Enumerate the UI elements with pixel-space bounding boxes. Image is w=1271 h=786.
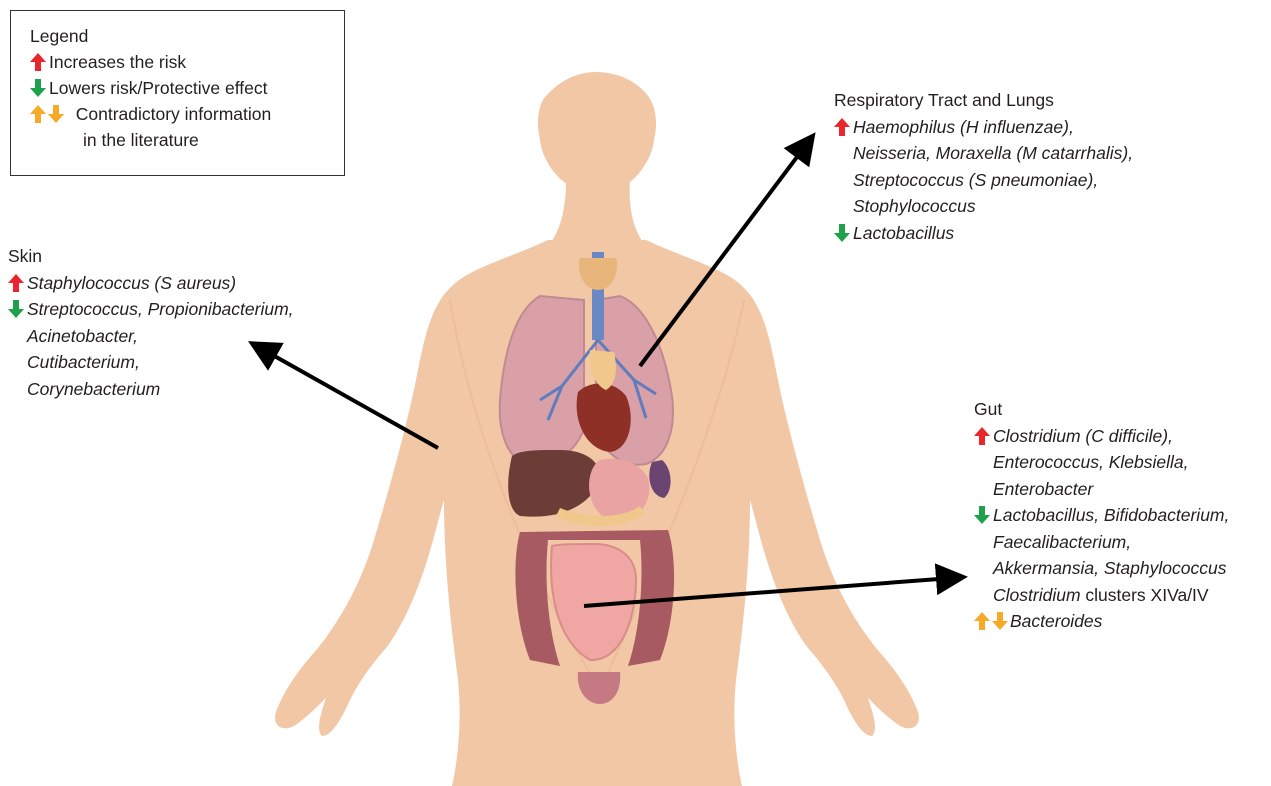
head [538, 72, 656, 190]
respiratory-down-row: Lactobacillus [834, 220, 1133, 247]
skin-up-row: Staphylococcus (S aureus) [8, 270, 294, 297]
gut-down-line-3: Akkermansia, Staphylococcus [993, 558, 1226, 578]
respiratory-heading: Respiratory Tract and Lungs [834, 87, 1133, 114]
orange-up-arrow-icon [974, 612, 990, 630]
gut-mixed-line-1: Bacteroides [1010, 611, 1102, 631]
gut-up-line-2: Enterococcus, Klebsiella, [993, 452, 1189, 472]
gut-clusters-row: Clostridium clusters XIVa/IV [974, 582, 1229, 609]
gut-clusters-genus: Clostridium [993, 585, 1081, 605]
green-down-arrow-icon [834, 224, 850, 242]
skin-down-line-1: Streptococcus, Propionibacterium, [27, 299, 294, 319]
gut-down-line-2: Faecalibacterium, [993, 532, 1131, 552]
respiratory-down-line-1: Lactobacillus [853, 223, 954, 243]
gut-up-line-3-row: Enterobacter [974, 476, 1229, 503]
gut-down-line-3-row: Akkermansia, Staphylococcus [974, 555, 1229, 582]
skin-heading: Skin [8, 243, 294, 270]
skin-section: Skin Staphylococcus (S aureus) Streptoco… [8, 243, 294, 402]
orange-down-arrow-icon [48, 105, 64, 123]
respiratory-up-line-3-row: Streptococcus (S pneumoniae), [834, 167, 1133, 194]
respiratory-up-line-2: Neisseria, Moraxella (M catarrhalis), [853, 143, 1133, 163]
respiratory-up-line-4: Stophylococcus [853, 196, 976, 216]
skin-up-line-1: Staphylococcus (S aureus) [27, 273, 236, 293]
legend-title: Legend [30, 23, 271, 49]
respiratory-up-line-1: Haemophilus (H influenzae), [853, 117, 1074, 137]
gut-mixed-row: Bacteroides [974, 608, 1229, 635]
legend-content: Legend Increases the risk Lowers risk/Pr… [30, 23, 271, 153]
gut-up-line-2-row: Enterococcus, Klebsiella, [974, 449, 1229, 476]
neck [548, 180, 646, 246]
gut-section: Gut Clostridium (C difficile), Enterococ… [974, 396, 1229, 635]
legend-contradictory-row-2: in the literature [30, 127, 271, 153]
legend-contradictory-label-2: in the literature [83, 130, 199, 150]
legend-lowers-row: Lowers risk/Protective effect [30, 75, 271, 101]
green-down-arrow-icon [30, 79, 46, 97]
legend-contradictory-row: Contradictory information [30, 101, 271, 127]
orange-down-arrow-icon [992, 612, 1008, 630]
orange-up-arrow-icon [30, 105, 46, 123]
skin-down-line-4: Corynebacterium [27, 379, 160, 399]
legend-increases-row: Increases the risk [30, 49, 271, 75]
gut-up-row: Clostridium (C difficile), [974, 423, 1229, 450]
red-up-arrow-icon [30, 53, 46, 71]
respiratory-up-row: Haemophilus (H influenzae), [834, 114, 1133, 141]
red-up-arrow-icon [834, 118, 850, 136]
gut-heading: Gut [974, 396, 1229, 423]
skin-down-line-2-row: Acinetobacter, [8, 323, 294, 350]
respiratory-section: Respiratory Tract and Lungs Haemophilus … [834, 87, 1133, 246]
respiratory-up-line-2-row: Neisseria, Moraxella (M catarrhalis), [834, 140, 1133, 167]
respiratory-up-line-3: Streptococcus (S pneumoniae), [853, 170, 1098, 190]
skin-down-line-2: Acinetobacter, [27, 326, 138, 346]
red-up-arrow-icon [8, 274, 24, 292]
legend-lowers-label: Lowers risk/Protective effect [49, 78, 268, 98]
gut-up-line-1: Clostridium (C difficile), [993, 426, 1173, 446]
legend-increases-label: Increases the risk [49, 52, 186, 72]
gut-down-line-2-row: Faecalibacterium, [974, 529, 1229, 556]
skin-down-line-3: Cutibacterium, [27, 352, 140, 372]
gut-down-line-1: Lactobacillus, Bifidobacterium, [993, 505, 1229, 525]
respiratory-up-line-4-row: Stophylococcus [834, 193, 1133, 220]
gut-up-line-3: Enterobacter [993, 479, 1093, 499]
green-down-arrow-icon [974, 506, 990, 524]
green-down-arrow-icon [8, 300, 24, 318]
skin-down-row: Streptococcus, Propionibacterium, [8, 296, 294, 323]
legend-box: Legend Increases the risk Lowers risk/Pr… [10, 10, 345, 176]
red-up-arrow-icon [974, 427, 990, 445]
legend-contradictory-label-1: Contradictory information [76, 104, 272, 124]
skin-down-line-4-row: Corynebacterium [8, 376, 294, 403]
skin-down-line-3-row: Cutibacterium, [8, 349, 294, 376]
gut-clusters-text: clusters XIVa/IV [1081, 585, 1209, 605]
gut-down-row: Lactobacillus, Bifidobacterium, [974, 502, 1229, 529]
